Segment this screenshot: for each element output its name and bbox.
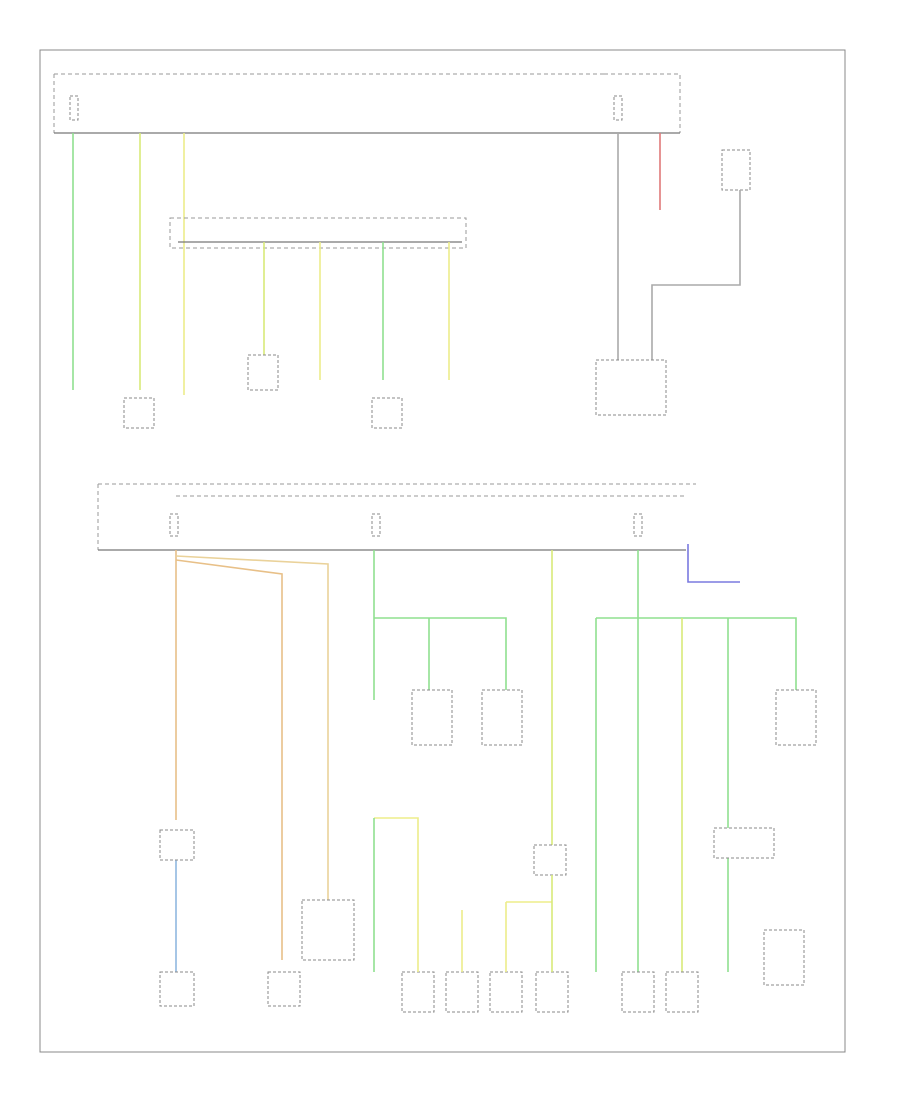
component-top-1 [123,397,155,429]
component-bottom-5 [445,971,479,1013]
component-top-right-sensor [721,149,751,191]
component-right-2 [713,827,775,859]
component-right-3 [763,929,805,986]
component-right-1 [775,689,817,746]
relay-fan [159,829,195,861]
wire-bottom-orange-2 [175,559,283,960]
component-bottom-2 [267,971,301,1007]
fuse-bottom-1 [169,513,179,537]
diagram-border [39,49,846,1053]
wire-bottom-blue [687,544,740,583]
component-center-1 [411,689,453,746]
component-center-2 [481,689,523,746]
fuse-bottom-2 [371,513,381,537]
component-bottom-4 [401,971,435,1013]
wire-bottom-small-3 [505,901,552,972]
wire-bottom-right-bus [596,617,797,690]
component-bottom-fan [159,971,195,1007]
component-bottom-3 [301,899,355,961]
component-bottom-7 [535,971,569,1013]
component-bottom-6 [489,971,523,1013]
top-right-fuse-box-outline [604,73,681,133]
fuse-top-right [613,95,623,121]
junction-block-top [169,217,467,249]
component-bottom-8 [621,971,655,1013]
bottom-left-fuse-box-outline [97,483,696,550]
component-bottom-9 [665,971,699,1013]
wire-bottom-green-branch [374,617,507,690]
wire-top-right-2 [651,190,741,360]
component-center-3 [533,844,567,876]
fuse-bottom-3 [633,513,643,537]
component-top-right-module [595,359,667,416]
component-top-3 [371,397,403,429]
component-top-2 [247,354,279,391]
wire-bottom-small-1 [374,817,419,972]
fuse-top-1 [69,95,79,121]
top-left-fuse-box-outline [53,73,604,133]
wire-bottom-orange-3 [175,555,329,900]
